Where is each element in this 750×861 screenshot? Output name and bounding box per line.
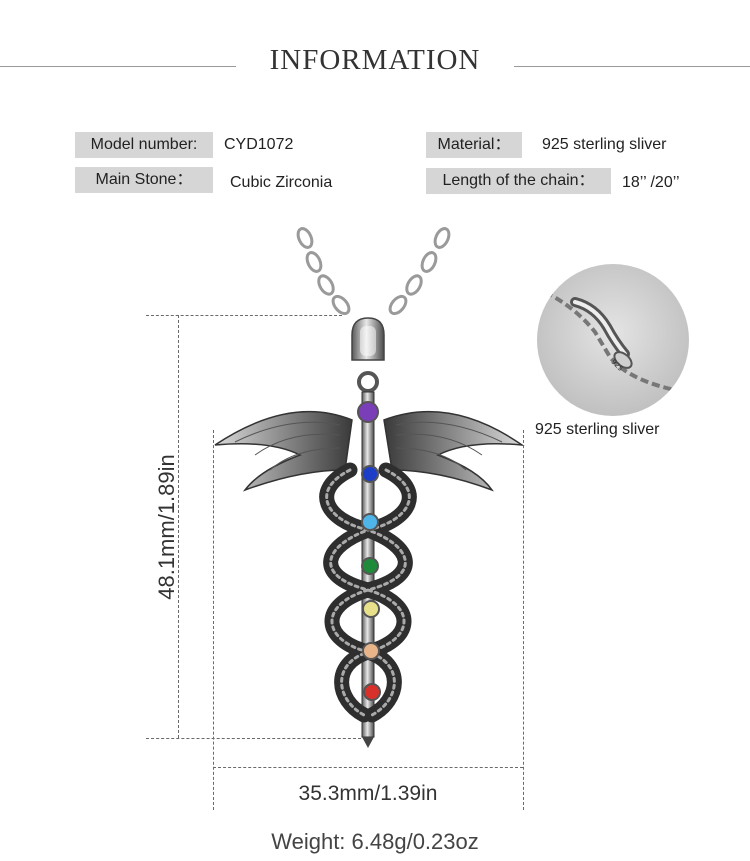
header-rule-right xyxy=(514,66,750,67)
page-title: INFORMATION xyxy=(269,44,481,76)
gemstones xyxy=(357,401,381,701)
material-value: 925 sterling sliver xyxy=(542,136,667,153)
main-stone-label: Main Stone： xyxy=(75,167,213,193)
dimension-line-left xyxy=(178,315,179,738)
chain-length-value: 18’’ /20’’ xyxy=(622,174,680,191)
main-stone-value: Cubic Zirconia xyxy=(230,174,333,191)
material-label: Material： xyxy=(426,132,522,158)
chain-length-label: Length of the chain： xyxy=(426,168,611,194)
width-dimension-label: 35.3mm/1.39in xyxy=(298,782,438,805)
dimension-line-width-right xyxy=(523,430,524,810)
header-rule-left xyxy=(0,66,236,67)
detail-caption: 925 sterling sliver xyxy=(535,421,660,438)
weight-label: Weight: 6.48g/0.23oz xyxy=(271,829,479,854)
dimension-line-width-left xyxy=(213,430,214,810)
model-number-label: Model number: xyxy=(75,132,213,158)
clasp-detail-image: 925 xyxy=(537,264,689,416)
model-number-value: CYD1072 xyxy=(224,136,294,153)
dimension-line-bottom xyxy=(146,738,361,739)
height-dimension-label: 48.1mm/1.89in xyxy=(154,454,179,600)
chain xyxy=(296,227,451,316)
dimension-line-top xyxy=(146,315,342,316)
dimension-line-width xyxy=(213,767,523,768)
